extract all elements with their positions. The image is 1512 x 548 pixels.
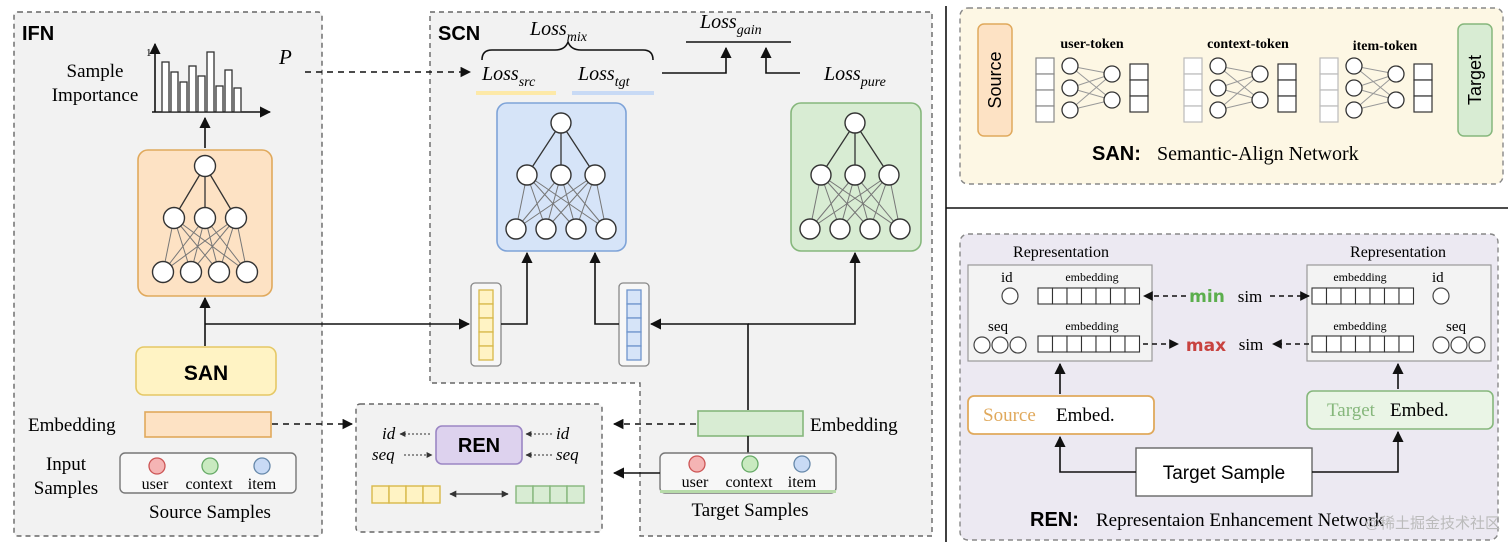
ren-mini-box — [435, 425, 523, 465]
min-sim-label: sim — [1238, 287, 1263, 306]
target-embed-target: Target — [1327, 400, 1376, 421]
san-source-label: Source — [985, 51, 1005, 108]
rep-right-seq: seq — [1446, 319, 1466, 335]
scn-embedding-bar — [697, 410, 804, 437]
shared-network — [505, 112, 617, 240]
source-embed-embed: Embed. — [1056, 405, 1115, 426]
loss-mix: Lossmix — [529, 18, 588, 45]
ren-mini-label: REN — [458, 435, 500, 457]
target-user-chip-icon — [688, 455, 706, 473]
ifn-network — [151, 154, 259, 284]
scn-embedding-label: Embedding — [810, 415, 898, 436]
ren-mini-id-left: id — [382, 424, 396, 443]
san-target-label: Target — [1465, 55, 1485, 105]
rep-left-emb2: embedding — [1065, 319, 1118, 333]
source-chip-user: user — [142, 476, 169, 493]
context-token-label: context-token — [1207, 37, 1289, 52]
target-chip-item: item — [788, 474, 817, 491]
san-box — [135, 346, 277, 396]
loss-src: Losssrc — [481, 63, 536, 90]
context-chip-icon — [201, 457, 219, 475]
target-embed-box — [1306, 390, 1494, 430]
rep-right-emb2: embedding — [1333, 319, 1386, 333]
target-sample-box — [1135, 447, 1313, 497]
ren-caption-bold: REN: — [1030, 509, 1079, 531]
source-embed-source: Source — [983, 405, 1036, 426]
loss-src-underline — [476, 91, 556, 95]
san-target-box — [1457, 23, 1493, 137]
min-label: min — [1189, 287, 1225, 307]
axis-one: 1 — [146, 47, 152, 59]
ren-rep-right: Representation — [1350, 244, 1446, 261]
target-samples-label: Target Samples — [691, 500, 808, 521]
target-sample-label: Target Sample — [1163, 463, 1286, 484]
rep-left-seq: seq — [988, 319, 1008, 335]
san-panel — [959, 7, 1504, 185]
ren-mini-target-vector — [515, 485, 585, 504]
rep-left-id-icon — [1001, 287, 1019, 305]
ren-mini-id-right: id — [556, 424, 570, 443]
target-chip-user: user — [682, 474, 709, 491]
loss-tgt-underline — [572, 91, 654, 95]
rep-right-id: id — [1432, 270, 1444, 286]
target-vector — [626, 289, 642, 361]
sample-importance-line2: Importance — [52, 85, 139, 106]
sample-importance-line1: Sample — [67, 61, 124, 82]
pure-network — [799, 112, 911, 240]
san-source-box — [977, 23, 1013, 137]
importance-histogram: 1 — [146, 42, 272, 118]
source-embed-box — [967, 395, 1155, 435]
ren-mini-source-vector — [371, 485, 441, 504]
target-context-chip-icon — [741, 455, 759, 473]
item-token-label: item-token — [1353, 39, 1418, 54]
scn-title: SCN — [438, 23, 480, 45]
input-samples-line1: Input — [46, 454, 87, 475]
source-chip-context: context — [185, 476, 233, 493]
san-box-label: SAN — [184, 362, 228, 385]
rep-left-id-embedding — [1037, 287, 1141, 305]
ren-mini-seq-left: seq — [372, 445, 395, 464]
target-chip-context: context — [725, 474, 773, 491]
ifn-embedding-bar — [144, 411, 272, 438]
ren-rep-left: Representation — [1013, 244, 1109, 261]
input-samples-line2: Samples — [34, 478, 98, 499]
target-embed-embed: Embed. — [1390, 400, 1449, 421]
rep-left-emb1: embedding — [1065, 270, 1118, 284]
source-vector — [478, 289, 494, 361]
ifn-embedding-label: Embedding — [28, 415, 116, 436]
ren-mini-seq-right: seq — [556, 445, 579, 464]
rep-right-id-embedding — [1311, 287, 1415, 305]
loss-gain: Lossgain — [699, 11, 762, 38]
loss-pure: Losspure — [823, 63, 886, 90]
max-label: max — [1186, 336, 1226, 356]
watermark: @稀土掘金技术社区 — [1365, 515, 1500, 532]
item-chip-icon — [253, 457, 271, 475]
user-token-label: user-token — [1060, 37, 1123, 52]
target-item-chip-icon — [793, 455, 811, 473]
rep-left-seq-embedding — [1037, 335, 1141, 353]
source-samples-label: Source Samples — [149, 502, 271, 523]
ifn-title: IFN — [22, 23, 54, 45]
user-chip-icon — [148, 457, 166, 475]
san-token-networks — [1035, 57, 1433, 123]
rep-right-seq-embedding — [1311, 335, 1415, 353]
source-chip-item: item — [248, 476, 277, 493]
rep-right-emb1: embedding — [1333, 270, 1386, 284]
loss-mix-brace — [481, 39, 654, 61]
rep-right-seq-icon — [1468, 336, 1486, 354]
ren-caption-text: Representaion Enhancement Network — [1096, 510, 1385, 531]
loss-tgt: Losstgt — [577, 63, 631, 90]
rep-left-seq-icon — [1009, 336, 1027, 354]
max-sim-label: sim — [1239, 335, 1264, 354]
rep-left-id: id — [1001, 270, 1013, 286]
san-caption-text: Semantic-Align Network — [1157, 143, 1359, 165]
p-label: P — [278, 45, 292, 69]
san-caption-bold: SAN: — [1092, 143, 1141, 165]
rep-right-id-icon — [1432, 287, 1450, 305]
